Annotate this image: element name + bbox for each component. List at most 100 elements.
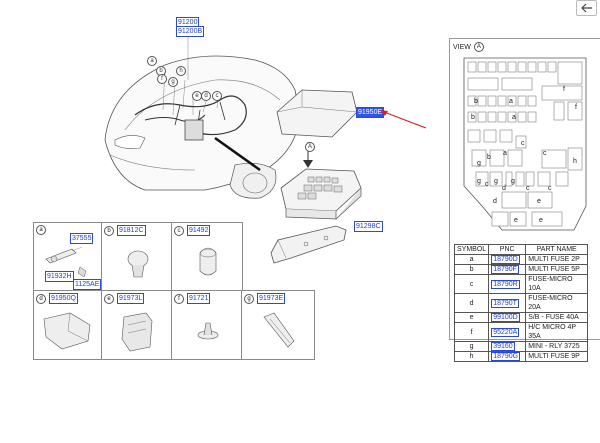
cell-letter: e [104, 293, 114, 304]
cell-letter: g [244, 293, 254, 304]
legend-pnc[interactable]: 99100D [491, 313, 520, 322]
pnc-91973l[interactable]: 91973L [117, 293, 145, 304]
pnc-91492[interactable]: 91492 [187, 225, 211, 236]
fuse-letter: g [511, 178, 515, 185]
fuse-letter: d [502, 185, 506, 192]
legend-row[interactable]: c 18790R FUSE-MICRO 10A [453, 274, 589, 294]
legend-row[interactable]: g 39160 MINI - RLY 3725 [453, 341, 589, 352]
legend-row[interactable]: f 95220A H/C MICRO 4P 35A [453, 322, 589, 342]
pnc-91721[interactable]: 91721 [187, 293, 211, 304]
circle-label: h [176, 66, 186, 76]
legend-part-name: MULTI FUSE 5P [525, 264, 589, 275]
fuse-letter: h [573, 158, 577, 165]
legend-symbol: c [453, 274, 490, 294]
legend-pnc[interactable]: 18790D [491, 255, 520, 264]
legend-part-name: MULTI FUSE 9P [525, 351, 589, 362]
cell-letter: f [174, 293, 184, 304]
legend-row[interactable]: a 18790D MULTI FUSE 2P [453, 254, 589, 265]
fuse-letter: c [526, 185, 530, 192]
fuse-letter: d [493, 198, 497, 205]
fuse-letter: e [537, 198, 541, 205]
fuse-letter: g [477, 160, 481, 167]
engine-bay-illustration [104, 32, 301, 199]
connector-part-illustration [45, 246, 87, 278]
legend-symbol: d [453, 293, 490, 313]
pnc-91950q[interactable]: 91950Q [49, 293, 78, 304]
legend-header: PNC [488, 244, 527, 255]
fuse-letter: f [575, 104, 577, 111]
view-marker: A [473, 42, 484, 52]
cell-letter: a [36, 225, 46, 235]
legend-part-name: FUSE-MICRO 10A [525, 274, 589, 294]
legend-symbol: e [453, 312, 490, 323]
legend-row[interactable]: b 18790F MULTI FUSE 5P [453, 264, 589, 275]
fuse-layout-diagram [463, 57, 587, 231]
legend-symbol: f [453, 322, 490, 342]
legend-pnc[interactable]: 18790F [491, 265, 519, 274]
fuse-letter: a [512, 114, 516, 121]
cell-letter: d [36, 293, 46, 304]
legend-pnc[interactable]: 39160 [491, 342, 515, 351]
legend-part-name: S/B - FUSE 40A [525, 312, 589, 323]
arrow-left-icon [580, 3, 592, 13]
callout-91200b[interactable]: 91200B [176, 26, 205, 37]
legend-header-row: SYMBOL PNC PART NAME [453, 244, 589, 255]
fuse-letter: f [563, 86, 565, 93]
fuse-box-cover [276, 89, 358, 138]
view-marker-a: A [305, 142, 315, 152]
bracket-part-illustration [43, 312, 91, 350]
fuse-letter: b [471, 114, 475, 121]
legend-symbol: a [453, 254, 490, 265]
fuse-box-bracket [270, 225, 347, 264]
fuse-letter: e [539, 217, 543, 224]
legend-part-name: MINI - RLY 3725 [525, 341, 589, 352]
pnc-91932h[interactable]: 91932H [45, 271, 74, 282]
pnc-91973e[interactable]: 91973E [257, 293, 286, 304]
pnc-1125ae[interactable]: 1125AE [73, 279, 102, 290]
back-button[interactable] [576, 0, 597, 16]
pnc-91812c[interactable]: 91812C [117, 225, 146, 236]
fuse-letter: b [487, 154, 491, 161]
view-title: VIEW A [453, 42, 484, 52]
circle-label: c [212, 91, 222, 101]
clip-part-illustration [199, 247, 217, 276]
legend-pnc[interactable]: 95220A [491, 327, 520, 337]
legend-row[interactable]: e 99100D S/B - FUSE 40A [453, 312, 589, 323]
fuse-letter: b [474, 98, 478, 105]
fuse-letter: c [521, 140, 525, 147]
legend-symbol: h [453, 351, 490, 362]
legend-header: PART NAME [525, 244, 589, 255]
parts-legend-table: SYMBOL PNC PART NAME a 18790D MULTI FUSE… [453, 244, 589, 362]
circle-label: f [157, 74, 167, 84]
circle-label: g [168, 77, 178, 87]
legend-pnc[interactable]: 18790G [491, 352, 521, 361]
legend-part-name: MULTI FUSE 2P [525, 254, 589, 265]
fuse-letter: g [494, 178, 498, 185]
callout-91298c[interactable]: 91298C [354, 221, 383, 232]
fuse-box-body [280, 168, 362, 220]
clip-fastener-illustration [197, 322, 219, 340]
fuse-letter: g [477, 178, 481, 185]
strip-part-illustration [263, 312, 295, 348]
pnc-37555[interactable]: 37555 [70, 233, 94, 244]
fuse-letter: e [514, 217, 518, 224]
legend-pnc[interactable]: 18790T [491, 298, 519, 308]
legend-symbol: g [453, 341, 490, 352]
fuse-letter: a [509, 98, 513, 105]
legend-row[interactable]: d 18790T FUSE-MICRO 20A [453, 293, 589, 313]
view-label: VIEW [453, 43, 471, 51]
legend-pnc[interactable]: 18790R [491, 279, 520, 289]
fuse-letter: c [548, 185, 552, 192]
legend-part-name: FUSE-MICRO 20A [525, 293, 589, 313]
fuse-letter: a [503, 150, 507, 157]
cell-letter: b [104, 225, 114, 236]
circle-label: d [201, 91, 211, 101]
fuse-letter: c [485, 181, 489, 188]
legend-row[interactable]: h 18790G MULTI FUSE 9P [453, 351, 589, 362]
